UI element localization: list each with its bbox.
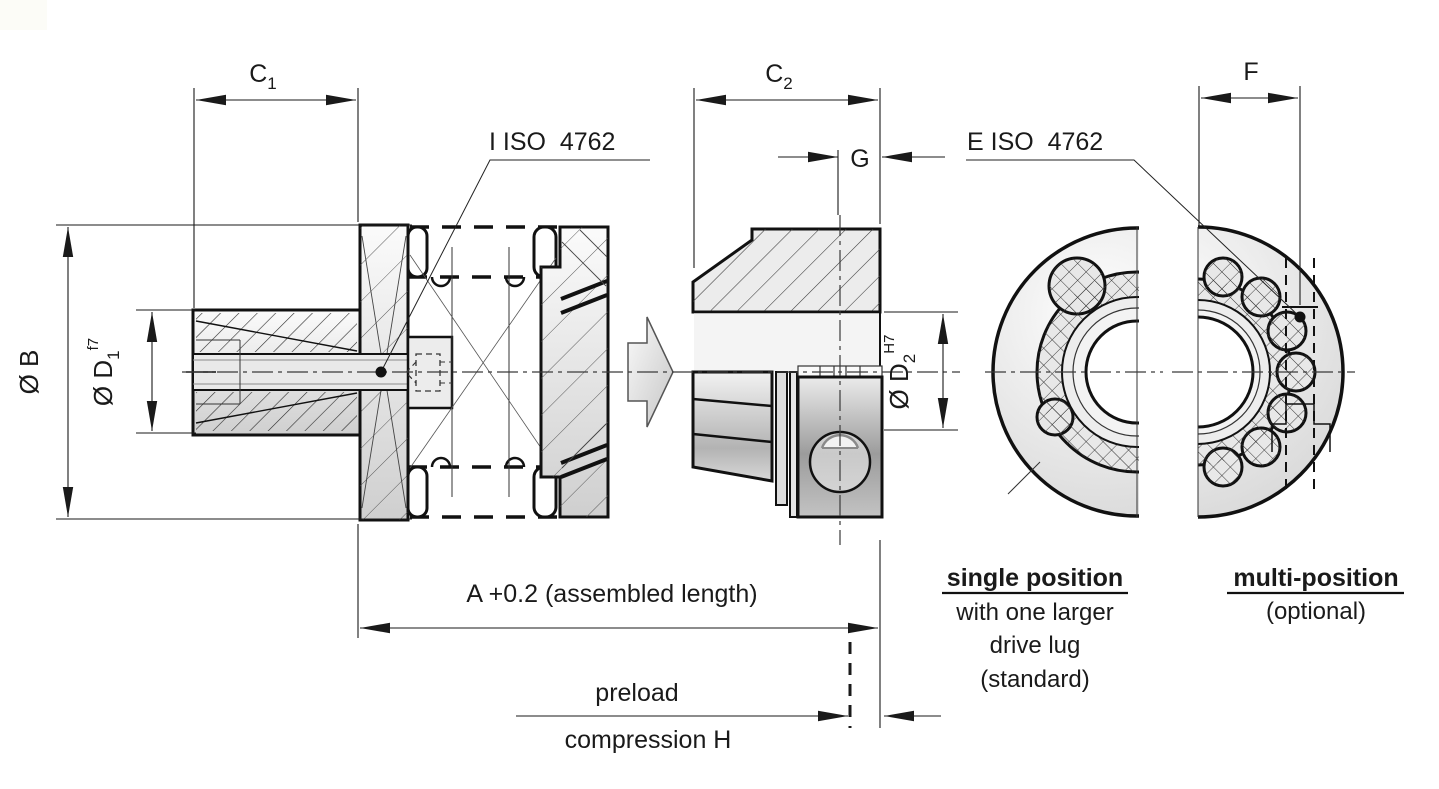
callout-label-e-iso-4762: E ISO 4762 xyxy=(967,128,1103,156)
hub2-view xyxy=(691,227,884,519)
dim-label-c1: C1 xyxy=(249,60,277,93)
dim-label-d2: Ø D2H7 xyxy=(881,335,919,410)
hub1-cone-upper xyxy=(196,313,357,352)
dim-label-preload: preload xyxy=(595,679,678,707)
dim-label-f: F xyxy=(1243,58,1258,86)
caption-single-line2: drive lug xyxy=(990,632,1081,659)
spider-lobe xyxy=(406,465,429,519)
caption-single-line1: with one larger xyxy=(955,599,1113,626)
callout-label-i-iso-4762: I ISO 4762 xyxy=(489,128,615,156)
leader-dot-left xyxy=(375,366,387,378)
hub2-cone xyxy=(691,370,774,483)
leader-dot-right xyxy=(1294,311,1306,323)
dim-label-b: Ø B xyxy=(14,350,44,395)
caption-single-title: single position xyxy=(947,564,1123,592)
caption-single-line3: (standard) xyxy=(980,666,1089,693)
spider-lobe xyxy=(406,225,429,279)
dimension-arrows xyxy=(62,92,1298,722)
spider-element xyxy=(406,225,560,519)
centerlines xyxy=(182,215,1355,545)
callout-leaders xyxy=(375,159,1306,378)
hidden-set-screw xyxy=(1271,258,1331,490)
caption-multi-title: multi-position xyxy=(1233,564,1398,592)
dim-label-g: G xyxy=(850,145,869,173)
caption-multi-line1: (optional) xyxy=(1266,598,1366,625)
clamp-ring xyxy=(789,371,798,518)
labels: C1 C2 F G Ø B Ø D1f7 Ø D2H7 A +0.2 (asse… xyxy=(14,58,1404,754)
scan-artifact xyxy=(0,0,47,30)
hub1-cone-lower xyxy=(196,392,357,431)
hub2-bore xyxy=(694,313,880,372)
clamp-ring xyxy=(775,371,788,506)
dim-label-assembled-length: A +0.2 (assembled length) xyxy=(466,580,757,608)
dim-label-compression: compression H xyxy=(565,726,732,754)
dim-label-c2: C2 xyxy=(765,60,793,93)
dim-label-d1: Ø D1f7 xyxy=(85,338,123,406)
